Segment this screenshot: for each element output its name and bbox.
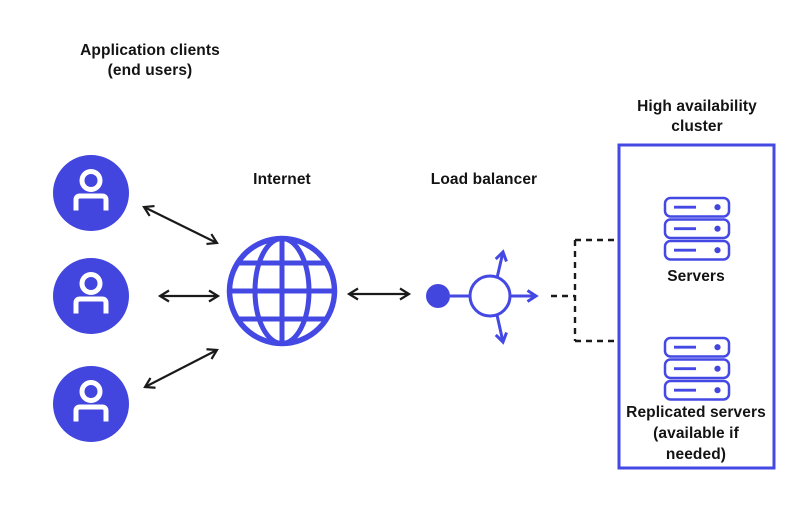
- replicated-servers-label: Replicated servers (available if needed): [606, 402, 786, 465]
- replicated-label-line1: Replicated servers: [626, 404, 766, 421]
- server-stack-icon: [663, 336, 731, 401]
- cluster-title-line1: High availability: [637, 98, 757, 115]
- clients-title: Application clients (end users): [50, 41, 250, 81]
- internet-label: Internet: [253, 171, 311, 188]
- clients-title-line2: (end users): [107, 62, 193, 79]
- server-stack-icon: [663, 196, 731, 261]
- cluster-title: High availability cluster: [597, 97, 797, 137]
- load-balancer-label: Load balancer: [430, 171, 538, 188]
- user-icon: [53, 155, 129, 231]
- cluster-title-line2: cluster: [671, 118, 723, 135]
- user-icon: [53, 366, 129, 442]
- arrow-client-bottom-internet: [143, 348, 219, 389]
- replicated-label-line3: needed): [665, 446, 727, 463]
- globe-icon: [226, 235, 338, 347]
- load-balancer-icon: [426, 249, 539, 345]
- servers-label: Servers: [667, 268, 725, 285]
- cluster-box: [617, 143, 776, 470]
- replicated-label-line2: (available if: [653, 425, 739, 442]
- dashed-connector: [551, 238, 615, 343]
- user-icon: [53, 258, 129, 334]
- clients-title-line1: Application clients: [80, 42, 220, 59]
- arrow-client-top-internet: [142, 204, 219, 246]
